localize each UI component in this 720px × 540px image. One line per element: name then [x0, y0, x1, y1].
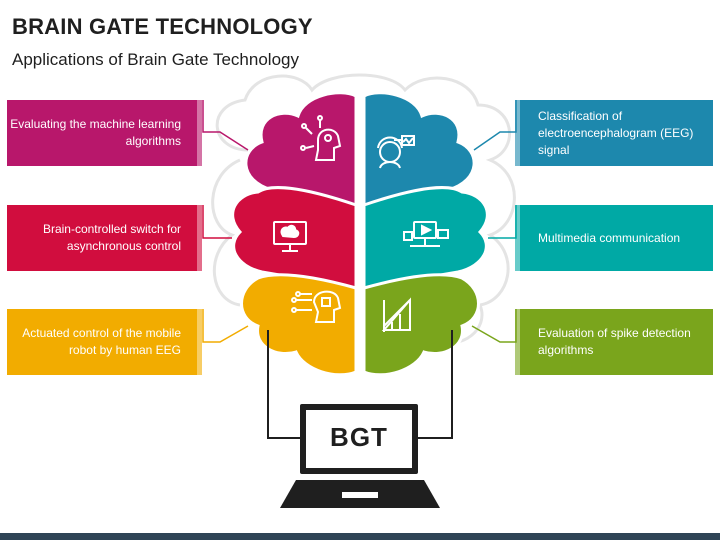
brain-lobe-blue [362, 91, 476, 207]
application-card-brain-switch: Brain-controlled switch for asynchronous… [7, 205, 202, 271]
laptop-touchpad [342, 492, 378, 498]
application-card-multimedia: Multimedia communication [515, 205, 713, 271]
card-accent [197, 309, 202, 375]
application-card-mobile-robot: Actuated control of the mobile robot by … [7, 309, 202, 375]
card-accent [515, 100, 520, 166]
application-label: Multimedia communication [538, 230, 681, 245]
application-card-eeg-classification: Classification of electroencephalogram (… [515, 100, 713, 166]
application-label: Evaluation of spike detection algorithms [538, 326, 691, 357]
card-accent [197, 205, 202, 271]
monitor-brain-icon [273, 221, 307, 252]
bgt-label: BGT [330, 421, 388, 452]
multimedia-icon [403, 221, 449, 247]
page-subtitle: Applications of Brain Gate Technology [12, 50, 299, 69]
laptop-screen-inner [306, 410, 412, 468]
brain-outline-decoration [215, 73, 516, 345]
chart-triangle-icon [381, 297, 411, 332]
eeg-cap-icon [377, 135, 415, 169]
application-card-spike-detection: Evaluation of spike detection algorithms [515, 309, 713, 375]
page-title: BRAIN GATE TECHNOLOGY [12, 14, 313, 39]
application-label: Actuated control of the mobile robot by … [22, 326, 181, 357]
application-card-machine-learning: Evaluating the machine learning algorith… [7, 100, 202, 166]
footer-bar [0, 533, 720, 540]
chip-head-icon [291, 290, 342, 323]
brain-lobe-amber [240, 273, 358, 377]
application-label: Evaluating the machine learning algorith… [10, 117, 181, 148]
application-label: Brain-controlled switch for asynchronous… [42, 222, 181, 253]
brain-outline-decoration [211, 158, 241, 307]
card-accent [515, 205, 520, 271]
card-accent [197, 100, 202, 166]
robot-head-icon [300, 115, 342, 161]
bgt-wires [267, 330, 453, 439]
card-accent [515, 309, 520, 375]
application-label: Classification of electroencephalogram (… [538, 108, 694, 157]
brain-lobe-green [362, 273, 480, 377]
connector-lines [202, 100, 517, 343]
